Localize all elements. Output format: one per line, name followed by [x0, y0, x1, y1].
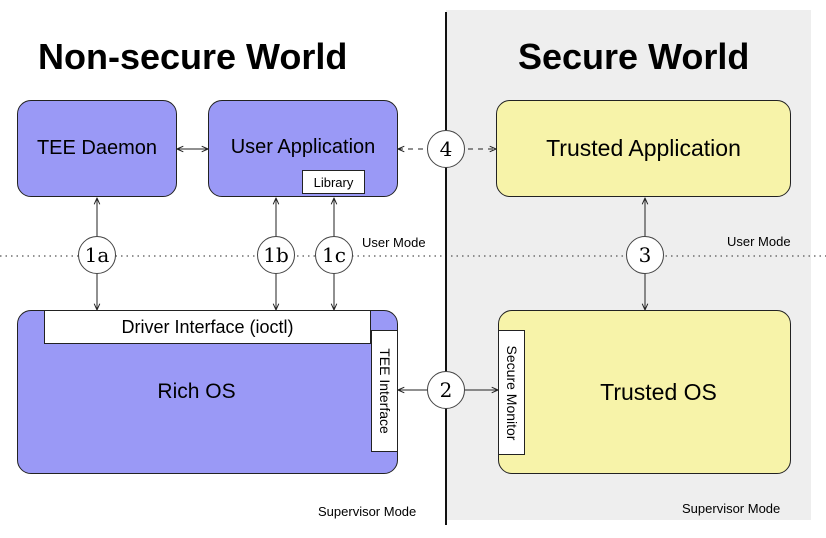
- supervisor-mode-label-right: Supervisor Mode: [682, 501, 781, 516]
- trusted-application-label: Trusted Application: [546, 135, 741, 161]
- user-mode-label-left: User Mode: [362, 235, 426, 250]
- world-divider: [445, 12, 447, 525]
- user-mode-label-right: User Mode: [727, 234, 791, 249]
- rich-os-label: Rich OS: [157, 380, 236, 403]
- step-4-circle: 4: [427, 130, 465, 168]
- supervisor-mode-label-left: Supervisor Mode: [318, 504, 417, 519]
- secure-monitor-label: Secure Monitor: [503, 345, 520, 440]
- trusted-os-box: Trusted OS: [498, 310, 791, 474]
- non-secure-world-title: Non-secure World: [38, 36, 348, 77]
- driver-interface-box: Driver Interface (ioctl): [44, 310, 371, 344]
- user-application-label: User Application: [230, 136, 376, 158]
- tee-interface-box: TEE Interface: [371, 330, 398, 452]
- step-1a-circle: 1a: [78, 236, 116, 274]
- tee-interface-label: TEE Interface: [376, 348, 393, 434]
- step-2-circle: 2: [427, 371, 465, 409]
- step-3-circle: 3: [626, 236, 664, 274]
- library-box: Library: [302, 170, 365, 194]
- tee-daemon-box: TEE Daemon: [17, 100, 177, 197]
- secure-world-title: Secure World: [518, 36, 750, 77]
- tee-daemon-label: TEE Daemon: [36, 137, 158, 159]
- trusted-application-box: Trusted Application: [496, 100, 791, 197]
- step-1b-circle: 1b: [257, 236, 295, 274]
- secure-monitor-box: Secure Monitor: [498, 330, 525, 455]
- trusted-os-label: Trusted OS: [600, 378, 717, 405]
- step-1c-circle: 1c: [315, 236, 353, 274]
